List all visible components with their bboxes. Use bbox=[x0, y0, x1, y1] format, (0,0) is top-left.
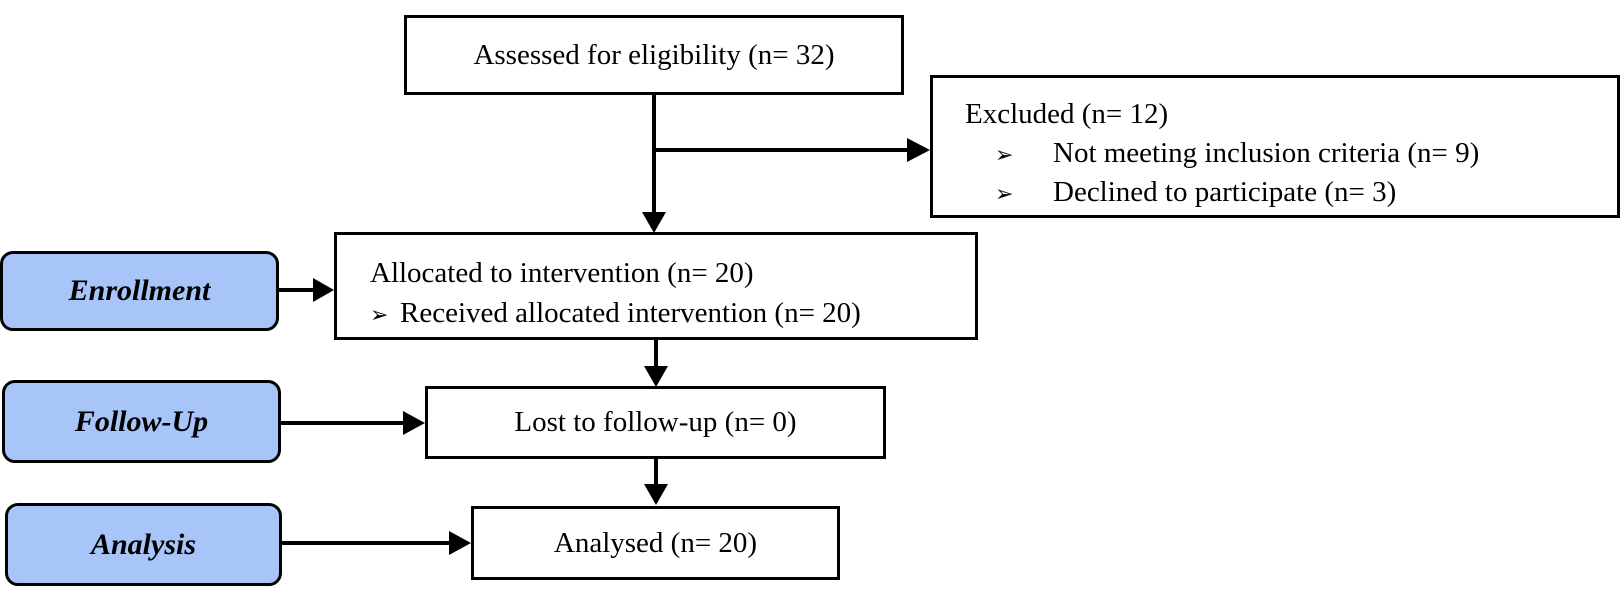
allocated-box: Allocated to intervention (n= 20) ➢ Rece… bbox=[334, 232, 978, 340]
assessed-box: Assessed for eligibility (n= 32) bbox=[404, 15, 904, 95]
arrow-bullet-icon: ➢ bbox=[370, 302, 389, 328]
excluded-box: Excluded (n= 12) ➢ Not meeting inclusion… bbox=[930, 75, 1620, 218]
arrow-bullet-icon: ➢ bbox=[995, 180, 1014, 206]
arrow-bullet-icon: ➢ bbox=[995, 142, 1014, 168]
arrowhead-allocated bbox=[642, 212, 666, 233]
arrowhead-lost bbox=[644, 366, 668, 387]
excluded-item: ➢ Not meeting inclusion criteria (n= 9) bbox=[965, 135, 1617, 171]
allocated-item: ➢ Received allocated intervention (n= 20… bbox=[370, 295, 975, 331]
arrowhead-enrollment bbox=[313, 278, 334, 302]
stage-follow-up: Follow-Up bbox=[2, 380, 281, 463]
allocated-item-text: Received allocated intervention (n= 20) bbox=[400, 297, 861, 330]
excluded-item-text: Declined to participate (n= 3) bbox=[1053, 175, 1397, 208]
allocated-title: Allocated to intervention (n= 20) bbox=[370, 257, 754, 289]
stage-analysis-label: Analysis bbox=[90, 527, 197, 561]
analysed-text: Analysed (n= 20) bbox=[553, 526, 758, 559]
excluded-title: Excluded (n= 12) bbox=[965, 98, 1169, 130]
stage-analysis: Analysis bbox=[5, 503, 282, 586]
arrowhead-excluded bbox=[907, 138, 930, 162]
arrowhead-analysis bbox=[449, 531, 471, 555]
analysed-box: Analysed (n= 20) bbox=[471, 506, 840, 580]
stage-enrollment-label: Enrollment bbox=[68, 274, 211, 307]
stage-follow-up-label: Follow-Up bbox=[74, 404, 209, 438]
excluded-item: ➢ Declined to participate (n= 3) bbox=[965, 174, 1617, 210]
excluded-item-text: Not meeting inclusion criteria (n= 9) bbox=[1053, 137, 1480, 170]
lost-box: Lost to follow-up (n= 0) bbox=[425, 386, 886, 459]
assessed-text: Assessed for eligibility (n= 32) bbox=[473, 38, 835, 71]
lost-text: Lost to follow-up (n= 0) bbox=[514, 406, 797, 439]
arrowhead-follow-up bbox=[403, 411, 425, 435]
stage-enrollment: Enrollment bbox=[0, 251, 279, 331]
arrowhead-analysed bbox=[644, 484, 668, 505]
